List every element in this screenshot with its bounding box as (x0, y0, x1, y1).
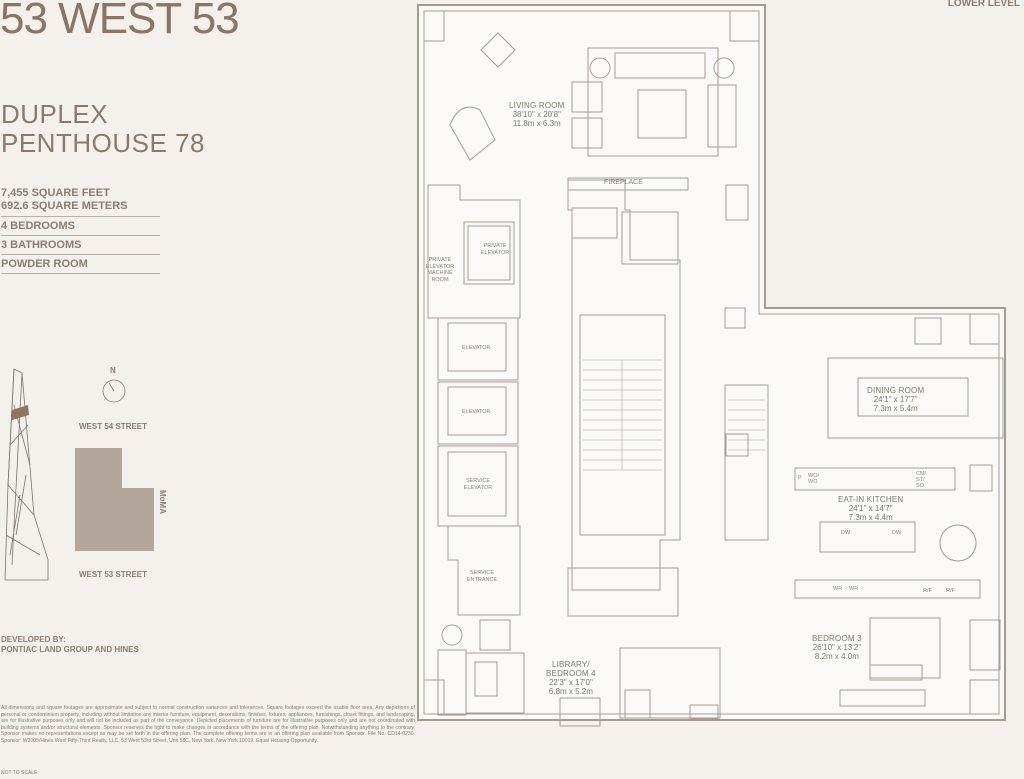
wine-refrigerator-2-label: WR (849, 586, 859, 592)
elevator-1-label: ELEVATOR (462, 345, 491, 351)
room-living: LIVING ROOM 38'10" x 20'8" 11.8m x 6.3m (509, 101, 565, 128)
unit-title-line2: PENTHOUSE 78 (1, 128, 205, 158)
coffee-steam-label: CM/ ST/ SO (916, 471, 927, 489)
room-bedroom-3: BEDROOM 3 26'10" x 13'2" 8.2m x 4.0m (812, 634, 862, 661)
refrigerator-2-label: R/F (946, 588, 955, 594)
spec-bathrooms: 3 BATHROOMS (1, 237, 160, 255)
wall-oven-label: WO/ WO (808, 473, 819, 485)
machine-room-label: PRIVATE ELEVATOR MACHINE ROOM (425, 257, 455, 283)
street-north-label: WEST 54 STREET (79, 422, 148, 431)
room-dining: DINING ROOM 24'1" x 17'7" 7.3m x 5.4m (867, 386, 924, 413)
refrigerator-1-label: R/F (923, 588, 932, 594)
room-bedroom-3-metric: 8.2m x 4.0m (814, 652, 859, 661)
dishwasher-2-label: DW (892, 530, 902, 536)
spec-square-meters: 692.6 SQUARE METERS (1, 200, 128, 212)
moma-label: MoMA (158, 490, 167, 514)
brand-logo: 53 WEST 53 (0, 0, 240, 43)
room-library-imperial: 22'3" x 17'0" (548, 678, 593, 687)
developer-label: DEVELOPED BY: (1, 635, 66, 644)
site-building-block (75, 448, 154, 551)
level-label: LOWER LEVEL (947, 0, 1020, 9)
room-bedroom-3-name: BEDROOM 3 (812, 634, 862, 643)
not-to-scale-note: NOT TO SCALE (1, 770, 38, 776)
spec-square-feet: 7,455 SQUARE FEET (1, 187, 110, 199)
room-kitchen-metric: 7.3m x 4.4m (848, 513, 893, 522)
service-elevator-label: SERVICE ELEVATOR (463, 478, 493, 491)
room-library-name2: BEDROOM 4 (546, 669, 596, 678)
room-living-imperial: 38'10" x 20'8" (512, 110, 561, 119)
dishwasher-1-label: DW (841, 530, 851, 536)
floor-plan (417, 4, 1006, 727)
service-entrance-label: SERVICE ENTRANCE (466, 570, 498, 583)
room-kitchen-imperial: 24'1" x 14'7" (848, 504, 893, 513)
room-library-name: LIBRARY/ (551, 660, 590, 669)
room-dining-metric: 7.3m x 5.4m (873, 404, 918, 413)
spec-bedrooms: 4 BEDROOMS (1, 218, 160, 236)
compass-icon (102, 379, 126, 403)
room-living-name: LIVING ROOM (509, 101, 565, 110)
room-library: LIBRARY/ BEDROOM 4 22'3" x 17'0" 6.8m x … (546, 660, 596, 696)
room-living-metric: 11.8m x 6.3m (512, 119, 561, 128)
wine-refrigerator-1-label: WR (833, 586, 843, 592)
elevator-2-label: ELEVATOR (462, 409, 491, 415)
private-elevator-label: PRIVATE ELEVATOR (480, 243, 510, 256)
unit-title-line1: DUPLEX (1, 99, 109, 129)
spec-powder-room: POWDER ROOM (1, 256, 160, 274)
room-kitchen: EAT-IN KITCHEN 24'1" x 14'7" 7.3m x 4.4m (838, 495, 903, 522)
developer-credit: DEVELOPED BY: PONTIAC LAND GROUP AND HIN… (1, 635, 139, 655)
room-dining-imperial: 24'1" x 17'7" (873, 395, 918, 404)
tower-illustration (4, 368, 49, 581)
pantry-label: P (798, 475, 802, 481)
north-label: N (110, 366, 116, 375)
room-dining-name: DINING ROOM (867, 386, 925, 395)
room-library-metric: 6.8m x 5.2m (548, 687, 593, 696)
unit-title: DUPLEX PENTHOUSE 78 (1, 100, 205, 158)
developer-name: PONTIAC LAND GROUP AND HINES (1, 645, 139, 654)
street-south-label: WEST 53 STREET (79, 570, 148, 579)
disclaimer: All dimensions and square footages are a… (1, 705, 415, 744)
spec-area: 7,455 SQUARE FEET 692.6 SQUARE METERS (1, 185, 160, 217)
room-kitchen-name: EAT-IN KITCHEN (838, 495, 904, 504)
fireplace-label: FIREPLACE (604, 179, 643, 186)
room-bedroom-3-imperial: 26'10" x 13'2" (812, 643, 862, 652)
